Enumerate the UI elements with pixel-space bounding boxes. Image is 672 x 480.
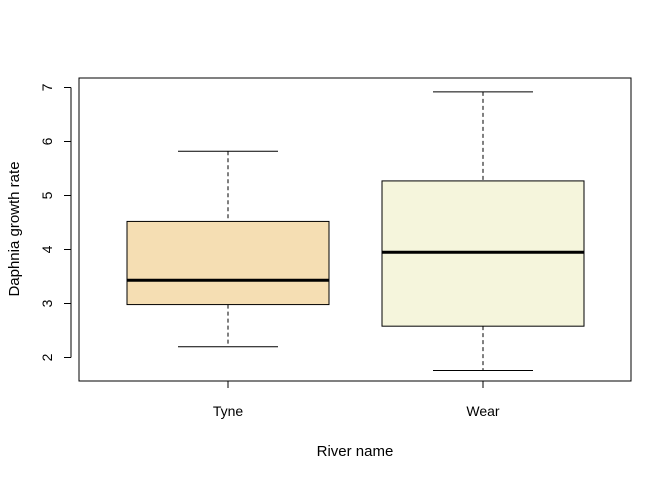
iqr-box <box>126 220 330 306</box>
y-tick-label: 6 <box>39 137 55 145</box>
y-tick-label: 5 <box>39 191 55 199</box>
x-tick-label: Wear <box>466 403 500 419</box>
y-tick-label: 7 <box>39 83 55 91</box>
y-tick-label: 4 <box>39 245 55 253</box>
y-axis: 2 3 4 5 6 7 <box>39 83 72 361</box>
box-wear <box>381 91 585 371</box>
y-tick-label: 3 <box>39 299 55 307</box>
box-tyne <box>126 150 330 348</box>
x-axis: Tyne Wear <box>213 380 500 419</box>
boxes <box>126 91 585 371</box>
y-tick-label: 2 <box>39 353 55 361</box>
x-axis-label: River name <box>317 443 394 460</box>
y-axis-label: Daphnia growth rate <box>6 161 23 296</box>
x-tick-label: Tyne <box>213 403 244 419</box>
